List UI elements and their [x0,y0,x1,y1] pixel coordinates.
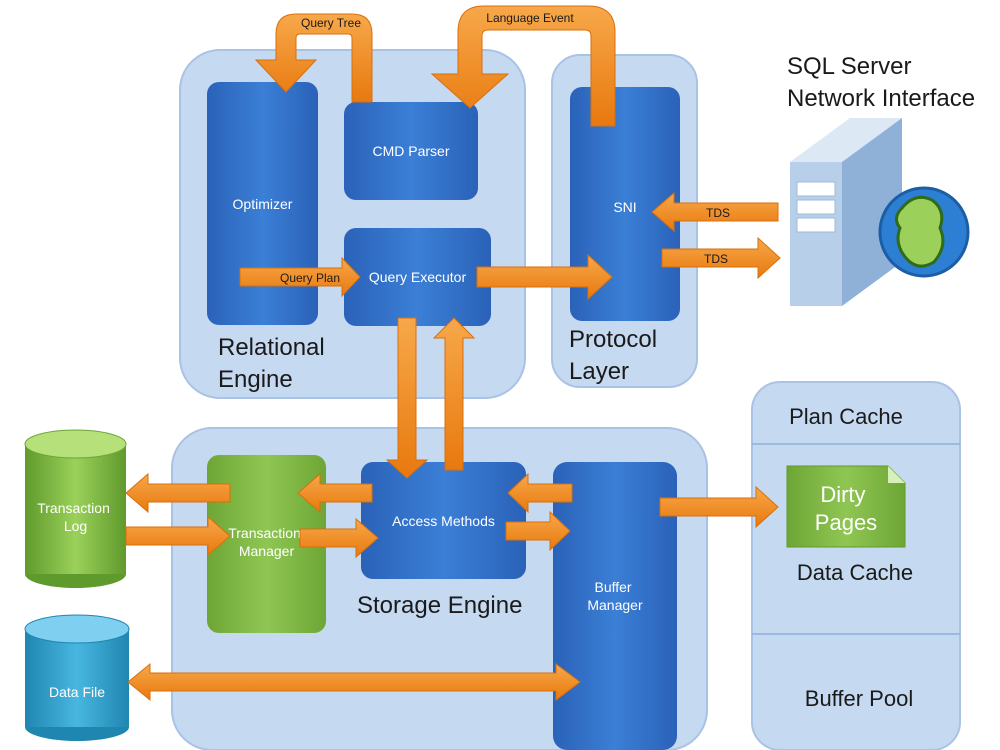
buffer-to-access-arrow [507,472,573,514]
query-tree-arrow [254,13,373,103]
dirty-pages-label: Dirty Pages [815,482,877,535]
buffer-pool-title: Buffer Pool [805,686,913,711]
transaction-log-label: Transaction Log [37,500,114,534]
language-event-arrow [430,5,616,127]
access-to-txmgr-arrow [297,472,373,514]
executor-to-sni-arrow [476,253,613,301]
storage-engine-title: Storage Engine [357,592,522,619]
protocol-layer-title: Protocol Layer [569,326,664,385]
buffer-manager-label: Buffer Manager [587,579,643,613]
query-plan-arrow [239,256,361,298]
dirty-pages-icon [786,465,906,548]
sni-label: SNI [613,199,636,215]
server-icon [790,118,902,306]
data-file-cylinder [24,614,130,741]
transaction-manager-box [207,455,326,633]
query-tree-label: Query Tree [301,16,361,30]
transaction-manager-label: Transaction Manager [228,525,305,559]
plan-cache-title: Plan Cache [789,404,903,429]
access-methods-box [361,462,526,579]
transaction-log-cylinder [24,429,127,588]
executor-to-access-arrow [385,317,429,479]
access-to-executor-arrow [432,317,476,471]
query-executor-label: Query Executor [369,269,467,285]
data-file-label: Data File [49,684,105,700]
access-to-buffer-arrow [505,510,571,552]
tds-out-arrow [661,236,781,280]
query-executor-box [344,228,491,326]
log-to-txmgr-arrow [125,515,231,557]
sql-server-network-interface-title: SQL Server Network Interface [787,53,975,112]
tds-out-label: TDS [704,252,728,266]
optimizer-label: Optimizer [233,196,293,212]
language-event-label: Language Event [486,11,574,25]
buffer-to-dirty-pages-arrow [659,485,779,529]
tds-in-arrow [651,191,779,233]
relational-engine-title: Relational Engine [218,334,331,393]
query-plan-label: Query Plan [280,271,340,285]
buffer-manager-box [553,462,677,750]
access-methods-label: Access Methods [392,513,495,529]
txmgr-to-access-arrow [299,517,379,559]
cmd-parser-label: CMD Parser [372,143,449,159]
tds-in-label: TDS [706,206,730,220]
globe-icon [878,186,970,278]
optimizer-box [207,82,318,325]
cmd-parser-box [344,102,478,200]
sni-box [570,87,680,321]
txmgr-to-log-arrow [125,472,231,514]
data-cache-title: Data Cache [797,560,913,585]
datafile-buffer-arrow [127,662,581,702]
